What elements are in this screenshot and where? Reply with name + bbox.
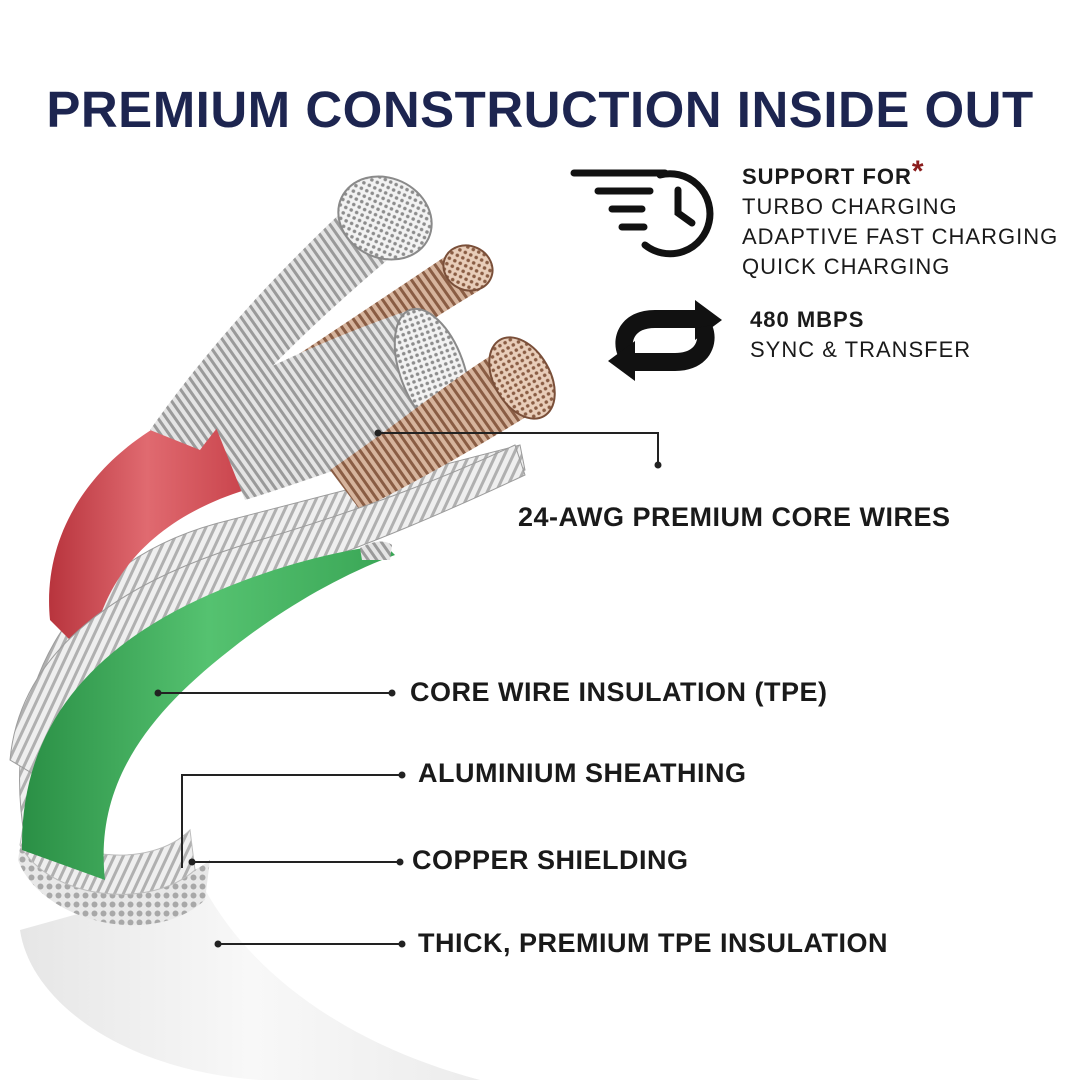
callout-aluminium-sheathing: ALUMINIUM SHEATHING	[418, 758, 747, 788]
sync-speed: 480 MBPS	[750, 307, 865, 332]
charging-line-quick: QUICK CHARGING	[742, 254, 951, 279]
callout-core-wires: 24-AWG PREMIUM CORE WIRES	[518, 502, 951, 532]
charging-heading: SUPPORT FOR	[742, 164, 912, 189]
charging-support-text: SUPPORT FOR* TURBO CHARGING ADAPTIVE FAS…	[742, 157, 1059, 282]
fast-charging-clock-icon	[570, 169, 714, 258]
callout-outer-insulation: THICK, PREMIUM TPE INSULATION	[418, 928, 888, 958]
sync-arrows-icon	[608, 300, 722, 381]
sync-label: SYNC & TRANSFER	[750, 337, 972, 362]
asterisk-mark: *	[911, 155, 925, 188]
sync-transfer-text: 480 MBPS SYNC & TRANSFER	[750, 305, 971, 365]
callout-core-insulation: CORE WIRE INSULATION (TPE)	[410, 677, 828, 707]
charging-line-turbo: TURBO CHARGING	[742, 194, 958, 219]
charging-line-adaptive: ADAPTIVE FAST CHARGING	[742, 224, 1059, 249]
callout-copper-shielding: COPPER SHIELDING	[412, 845, 689, 875]
page-title: PREMIUM CONSTRUCTION INSIDE OUT	[46, 81, 1034, 138]
